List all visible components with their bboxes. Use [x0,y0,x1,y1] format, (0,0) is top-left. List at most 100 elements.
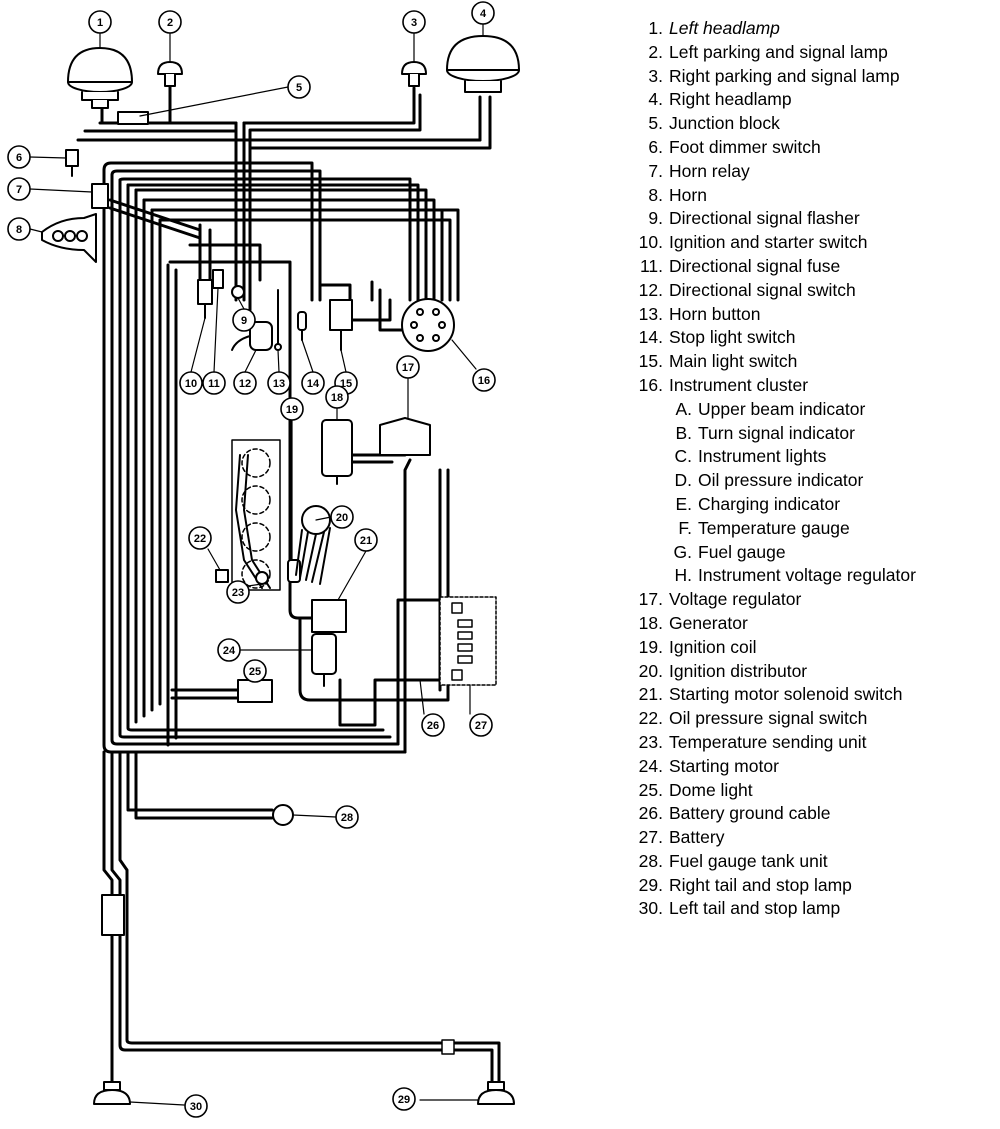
legend-item: 11.Directional signal fuse [616,255,1000,279]
callout-26: 26 [421,713,445,737]
legend-item-label: Fuel gauge tank unit [669,850,828,871]
callout-22: 22 [188,526,212,550]
legend-item-label: Charging indicator [698,493,841,514]
legend-item-label: Battery ground cable [669,803,831,824]
legend-item-label: Dome light [669,779,753,800]
main-light-switch [329,299,353,351]
legend-item-number: 27. [638,827,663,848]
legend-item: 25.Dome light [616,779,1000,803]
legend-item-number: 21. [638,684,663,705]
legend-item: 20.Ignition distributor [616,660,1000,684]
legend-item: 2.Left parking and signal lamp [616,41,1000,65]
legend-item-number: C. [674,446,693,467]
legend-item-number: 10. [638,232,663,253]
legend-item-number: 15. [638,351,663,372]
fuel-gauge-tank-unit [272,804,294,826]
legend-subitem: B.Turn signal indicator [616,422,1000,446]
left-headlamp [67,47,133,109]
legend-item-number: 5. [648,113,663,134]
legend-item-label: Ignition and starter switch [669,232,868,253]
legend-item: 22. Oil pressure signal switch [616,707,1000,731]
callout-8: 8 [7,217,31,241]
callout-12: 12 [233,371,257,395]
harness-connector-mid [441,1039,455,1055]
legend-item-number: E. [675,493,692,514]
callout-28: 28 [335,805,359,829]
legend-item-label: Horn relay [669,160,750,181]
legend-item-number: 3. [648,65,663,86]
instrument-cluster [401,298,455,352]
svg-text:9: 9 [241,315,247,327]
legend-item: 24.Starting motor [616,755,1000,779]
callout-16: 16 [472,368,496,392]
callout-21: 21 [354,528,378,552]
legend-item: 6.Foot dimmer switch [616,136,1000,160]
legend-item-label: Generator [669,612,748,633]
svg-text:18: 18 [331,392,343,404]
legend-subitem: A.Upper beam indicator [616,398,1000,422]
legend-item: 18.Generator [616,612,1000,636]
legend-subitem: E. Charging indicator [616,493,1000,517]
legend-item-label: Right parking and signal lamp [669,65,900,86]
legend-item-label: Oil pressure indicator [698,470,864,491]
legend-item: 29.Right tail and stop lamp [616,874,1000,898]
callout-3: 3 [402,10,426,34]
legend-item-number: 22. [638,708,663,729]
callout-5: 5 [287,75,311,99]
legend-item-number: 26. [638,803,663,824]
svg-text:6: 6 [16,152,22,164]
legend-item: 17.Voltage regulator [616,588,1000,612]
svg-text:27: 27 [475,720,487,732]
legend-item: 12.Directional signal switch [616,279,1000,303]
legend-item-number: 6. [648,136,663,157]
legend-item-label: Left tail and stop lamp [669,898,841,919]
legend-item-number: G. [673,541,692,562]
svg-text:10: 10 [185,378,197,390]
svg-text:13: 13 [273,378,285,390]
legend-item: 14.Stop light switch [616,326,1000,350]
legend-item-number: 13. [638,303,663,324]
battery [439,596,497,686]
callout-30: 30 [184,1094,208,1118]
legend-item-number: 1. [648,18,663,38]
callout-18: 18 [325,385,349,409]
directional-fuse [212,269,224,289]
callout-13: 13 [267,371,291,395]
legend-item-number: 9. [648,208,663,229]
svg-text:20: 20 [336,512,348,524]
right-tail-lamp [477,1081,515,1105]
callouts: 1 2 3 4 5 6 7 8 9 10 11 12 13 14 15 16 1… [7,1,496,1118]
legend-item-label: Upper beam indicator [698,398,866,419]
left-parking-lamp [157,61,183,87]
legend-item: 30.Left tail and stop lamp [616,897,1000,921]
legend-item-number: 23. [638,731,663,752]
legend-item: 16.Instrument cluster [616,374,1000,398]
callout-29: 29 [392,1087,416,1111]
voltage-regulator [379,417,431,456]
callout-9: 9 [232,308,256,332]
legend-item: 5.Junction block [616,112,1000,136]
svg-text:22: 22 [194,533,206,545]
svg-text:17: 17 [402,362,414,374]
callout-2: 2 [158,10,182,34]
legend-item: 19.Ignition coil [616,636,1000,660]
legend-item-number: 7. [648,160,663,181]
svg-text:1: 1 [97,17,103,29]
starting-motor [311,633,337,687]
callout-27: 27 [469,713,493,737]
legend-item-label: Right tail and stop lamp [669,874,852,895]
stop-light-switch [297,311,307,341]
legend-item-label: Oil pressure signal switch [669,708,868,729]
legend-subitem: G.Fuel gauge [616,541,1000,565]
svg-text:28: 28 [341,812,353,824]
horn [41,213,97,263]
svg-text:5: 5 [296,82,302,94]
wiring-diagram: 1 2 3 4 5 6 7 8 9 10 11 12 13 14 15 16 1… [7,1,520,1118]
legend-item-label: Voltage regulator [669,589,802,610]
svg-text:8: 8 [16,224,22,236]
legend-item-label: Left parking and signal lamp [669,41,888,62]
dome-light [237,679,273,703]
leader-lines [29,23,484,1106]
legend-item-label: Ignition coil [669,636,757,657]
legend-item-label: Instrument lights [698,446,827,467]
